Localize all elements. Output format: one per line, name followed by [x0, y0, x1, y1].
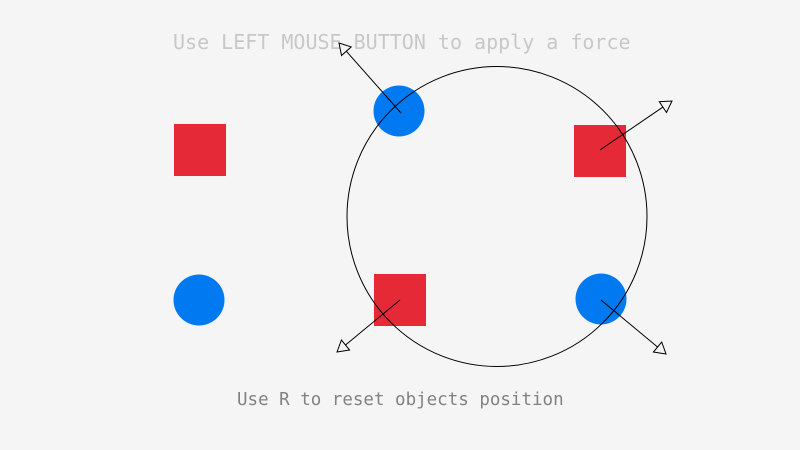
hint-apply-force: Use LEFT MOUSE BUTTON to apply a force	[173, 30, 631, 54]
blue-circle-left[interactable]	[173, 274, 225, 326]
force-arrow-bottom-left-head-icon	[336, 339, 351, 353]
force-arrow-top-left-shaft	[345, 50, 402, 114]
red-square-left[interactable]	[174, 124, 226, 176]
hint-reset-objects: Use R to reset objects position	[237, 390, 564, 410]
blue-circle-right[interactable]	[575, 273, 627, 325]
force-arrow-bottom-right-shaft	[600, 299, 658, 348]
force-arrow-bottom-right-head-icon	[652, 341, 667, 355]
force-arrow-bottom-left-shaft	[345, 299, 401, 346]
boundary-circle-outline	[346, 66, 648, 367]
force-arrow-top-left-head-icon	[338, 42, 353, 57]
force-arrow-top-right-shaft	[599, 106, 664, 151]
red-square-right[interactable]	[574, 125, 626, 177]
force-arrow-top-right-head-icon	[658, 100, 673, 114]
